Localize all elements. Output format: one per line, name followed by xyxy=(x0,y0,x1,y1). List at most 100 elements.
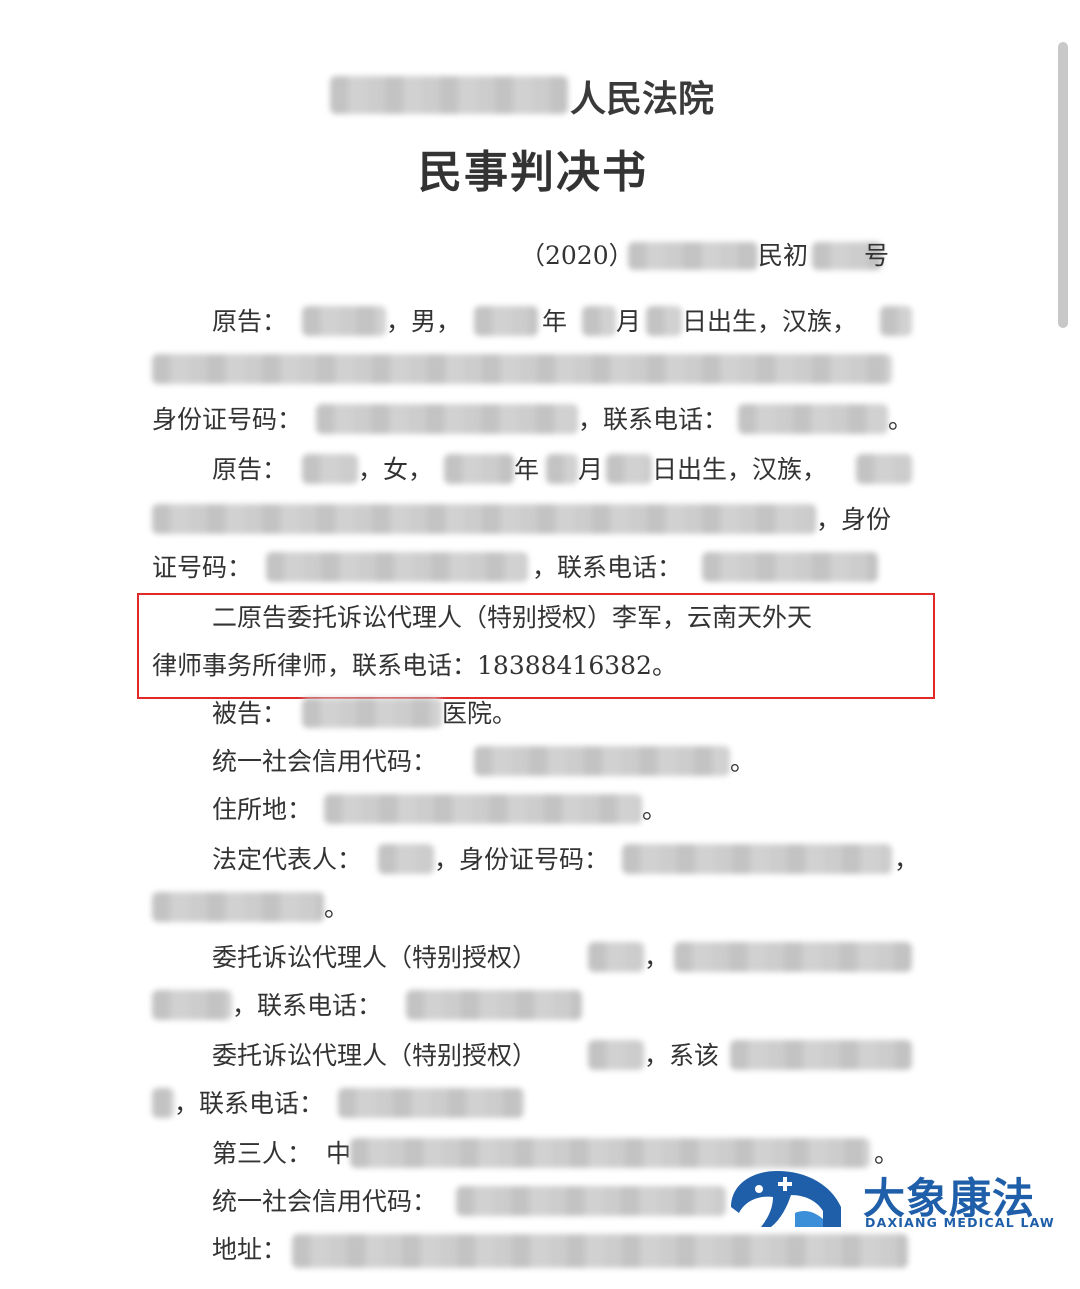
redacted-credit-code xyxy=(474,746,730,776)
id-label-part: 证号码： xyxy=(152,553,253,582)
redacted-id xyxy=(266,552,528,582)
redacted-address xyxy=(152,504,816,534)
redacted-tel xyxy=(738,404,888,434)
redacted-text xyxy=(856,454,912,484)
redacted-text xyxy=(152,990,232,1020)
redacted-day xyxy=(646,306,682,336)
case-number: （2020） 民初 号 xyxy=(520,236,900,276)
line-end: 。 xyxy=(324,893,350,922)
year-label: 年 xyxy=(514,455,540,484)
representative-label: 法定代表人： xyxy=(212,845,363,874)
defendant-address-line: 住所地： 。 xyxy=(212,790,812,830)
plaintiff-label: 原告： xyxy=(212,307,288,336)
defendant-line: 被告： 医院。 xyxy=(212,694,612,734)
defendant-agent-1-line-1: 委托诉讼代理人（特别授权） ， xyxy=(212,938,912,978)
redacted-firm xyxy=(674,942,912,972)
gender: ，女， xyxy=(358,455,434,484)
legal-representative-line-2: 。 xyxy=(152,888,452,928)
birth-ethnicity: 日出生，汉族， xyxy=(652,455,828,484)
redacted-text xyxy=(152,1088,174,1118)
daxiang-logo: 大象康法 DAXIANG MEDICAL LAW xyxy=(725,1165,1055,1235)
redacted-name xyxy=(302,306,386,336)
redacted-name xyxy=(588,942,644,972)
redacted-text xyxy=(880,306,912,336)
plaintiffs-agent-line-2: 律师事务所律师，联系电话：18388416382。 xyxy=(152,651,677,680)
line-end: 。 xyxy=(730,747,756,776)
redacted-case-no xyxy=(812,242,882,270)
redacted-year xyxy=(474,306,538,336)
third-party-partial: 中 xyxy=(326,1139,352,1168)
redacted-hospital xyxy=(302,698,442,728)
plaintiff-2-line-1: 原告： ，女， 年 月 日出生，汉族， xyxy=(212,450,912,490)
redacted-address xyxy=(324,794,642,824)
agent-label: 委托诉讼代理人（特别授权） xyxy=(212,1041,538,1070)
defendant-credit-line: 统一社会信用代码： 。 xyxy=(212,742,812,782)
address-label: 住所地： xyxy=(212,795,313,824)
highlight-box xyxy=(137,593,935,699)
plaintiff-2-line-3: 证号码： ，联系电话： xyxy=(152,548,912,588)
third-party-address-line: 地址： xyxy=(212,1230,912,1270)
redacted-month xyxy=(582,306,616,336)
redacted-address xyxy=(152,354,892,384)
court-name-suffix: 人民法院 xyxy=(570,79,715,120)
redacted-case-court xyxy=(628,242,758,270)
redacted-tel xyxy=(406,990,582,1020)
redacted-text xyxy=(730,1040,912,1070)
redacted-name xyxy=(378,844,434,874)
credit-code-label: 统一社会信用代码： xyxy=(212,1187,438,1216)
redacted-tel xyxy=(702,552,878,582)
relation: ，系该 xyxy=(644,1041,720,1070)
court-name: 人民法院 xyxy=(330,70,750,120)
credit-code-label: 统一社会信用代码： xyxy=(212,747,438,776)
plaintiff-2-line-2: ，身份 xyxy=(152,500,912,540)
redacted-text xyxy=(152,892,324,922)
gender: ，男， xyxy=(386,307,462,336)
comma: ， xyxy=(894,845,920,874)
case-type: 民初 xyxy=(758,241,809,270)
month-label: 月 xyxy=(578,455,604,484)
scrollbar[interactable] xyxy=(1058,42,1068,328)
id-label: 身份证号码： xyxy=(152,405,303,434)
defendant-label: 被告： xyxy=(212,699,288,728)
agent-label: 委托诉讼代理人（特别授权） xyxy=(212,943,538,972)
legal-representative-line: 法定代表人： ，身份证号码： ， xyxy=(212,840,919,880)
redacted-address xyxy=(292,1234,908,1268)
redacted-name xyxy=(588,1040,644,1070)
tel-label: ，联系电话： xyxy=(232,991,383,1020)
redacted-name xyxy=(302,454,358,484)
document-title: 民事判决书 xyxy=(418,147,648,198)
plaintiff-label: 原告： xyxy=(212,455,288,484)
logo-chinese-name: 大象康法 xyxy=(863,1174,1036,1223)
plaintiffs-agent-line-1: 二原告委托诉讼代理人（特别授权）李军，云南天外天 xyxy=(212,603,813,632)
case-number-suffix: 号 xyxy=(864,241,890,270)
plaintiff-1-line-1: 原告： ，男， 年 月 日出生，汉族， xyxy=(212,302,912,342)
comma: ， xyxy=(644,943,670,972)
defendant-agent-2-line-2: ，联系电话： xyxy=(152,1084,652,1124)
third-party-line: 第三人： 中 。 xyxy=(212,1134,912,1174)
plaintiff-1-line-3: 身份证号码： ，联系电话： 。 xyxy=(152,400,914,440)
redacted-credit-code xyxy=(456,1186,726,1216)
case-year: （2020） xyxy=(520,241,634,270)
line-end: 。 xyxy=(888,405,914,434)
redacted-year xyxy=(444,454,514,484)
year-label: 年 xyxy=(542,307,568,336)
redacted-company xyxy=(350,1138,870,1168)
line-end: 。 xyxy=(642,795,668,824)
redacted-court-region xyxy=(330,76,568,114)
defendant-agent-2-line-1: 委托诉讼代理人（特别授权） ，系该 xyxy=(212,1036,912,1076)
elephant-logo-icon xyxy=(731,1171,841,1227)
defendant-agent-1-line-2: ，联系电话： xyxy=(152,986,652,1026)
redacted-month xyxy=(546,454,578,484)
tel-label: ，联系电话： xyxy=(532,553,683,582)
redacted-id xyxy=(622,844,892,874)
redacted-tel xyxy=(338,1088,524,1118)
tel-label: ，联系电话： xyxy=(174,1089,325,1118)
logo-english-name: DAXIANG MEDICAL LAW xyxy=(865,1215,1055,1230)
id-label-part: ，身份 xyxy=(816,505,892,534)
redacted-day xyxy=(606,454,652,484)
third-party-label: 第三人： xyxy=(212,1139,313,1168)
third-party-credit-line: 统一社会信用代码： xyxy=(212,1182,732,1222)
tel-label: ，联系电话： xyxy=(578,405,729,434)
address-label: 地址： xyxy=(212,1235,288,1264)
